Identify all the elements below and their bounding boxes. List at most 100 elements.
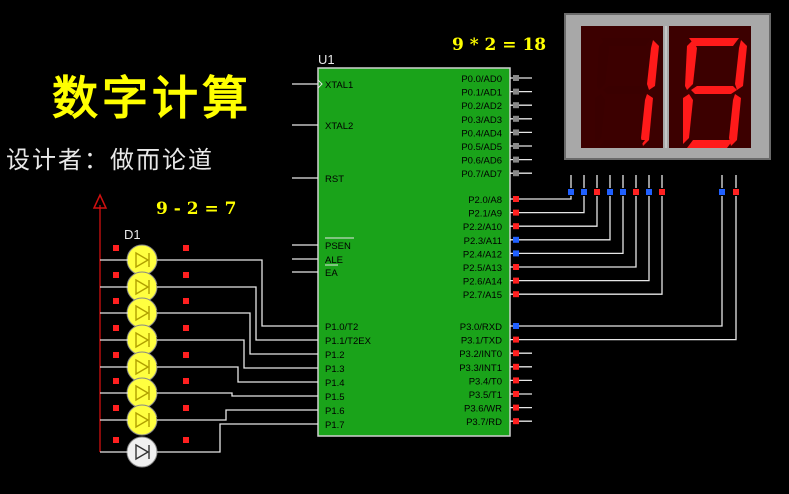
led-body[interactable]	[126, 324, 158, 356]
chip-pin-number: 39	[523, 69, 533, 79]
pin-state-indicator	[513, 75, 519, 81]
led-8[interactable]	[126, 436, 158, 468]
chip-pin-label: P2.5/A13	[463, 263, 502, 274]
led-diode-symbol	[135, 358, 150, 376]
chip-pin-number: 14	[523, 371, 533, 381]
chip-pin-label: P1.1/T2EX	[325, 336, 372, 347]
display-segment-f	[685, 40, 697, 90]
led-pin-indicator	[183, 298, 189, 304]
p2-bus-wire	[532, 196, 637, 268]
equation-multiply: 9 * 2 = 18	[452, 35, 547, 55]
chip-pin-label: P0.3/AD3	[461, 115, 502, 126]
chip-pin-label: P1.3	[325, 364, 345, 375]
led-row-label: YELLOW	[156, 389, 194, 399]
display-pin-indicator	[568, 189, 574, 195]
pin-state-indicator	[513, 264, 519, 270]
display-segment-e	[683, 94, 693, 144]
display-segment-d	[687, 140, 733, 148]
led-pin-indicator	[113, 298, 119, 304]
chip-pin-number: 5	[299, 370, 304, 380]
led-pin-indicator	[113, 378, 119, 384]
p1-led-wire	[157, 286, 292, 341]
led-body[interactable]	[126, 244, 158, 276]
chip-pin-number: 29	[297, 233, 307, 243]
chip-pin-label: P2.4/A12	[463, 249, 502, 260]
chip-pin-label: RST	[325, 174, 344, 185]
display-segment-f	[597, 40, 609, 90]
chip-pin-label: P1.6	[325, 406, 345, 417]
led-pin-indicator	[183, 378, 189, 384]
chip-pin-number: 37	[523, 96, 533, 106]
chip-pin-label: P0.2/AD2	[461, 101, 502, 112]
led-4[interactable]	[126, 324, 158, 356]
p2-bus-wire	[532, 196, 624, 255]
clock-marker	[317, 79, 323, 89]
display-segment-c	[641, 94, 653, 146]
chip-pin-number: 27	[523, 272, 533, 282]
led-diode-symbol	[135, 443, 150, 461]
p3-digit-wire	[532, 196, 723, 327]
chip-pin-number: 13	[523, 358, 533, 368]
chip-pin-number: 34	[523, 137, 533, 147]
chip-pin-label: P3.0/RXD	[460, 322, 502, 333]
pin-state-indicator	[513, 156, 519, 163]
chip-pin-label: P2.7/A15	[463, 290, 502, 301]
display-segment-g	[603, 86, 649, 94]
p1-led-wire	[157, 366, 292, 383]
led-7[interactable]	[126, 404, 158, 436]
p2-bus-wire	[532, 196, 598, 227]
chip-pin-label: P3.4/T0	[469, 376, 502, 387]
led-body[interactable]	[126, 436, 158, 468]
led-1[interactable]	[126, 244, 158, 276]
chip-pin-label: P2.2/A10	[463, 222, 502, 233]
display-segment-e	[595, 94, 605, 144]
display-pin-indicator	[581, 189, 587, 195]
pin-state-indicator	[513, 404, 519, 411]
led-pin-indicator	[183, 325, 189, 331]
chip-pin-label: P0.5/AD5	[461, 142, 502, 153]
chip-pin-number: 38	[523, 83, 533, 93]
chip-reference[interactable]: U1	[318, 52, 335, 67]
led-diode-symbol	[135, 278, 150, 296]
led-pin-indicator	[113, 405, 119, 411]
chip-pin-number: 22	[523, 204, 533, 214]
led-6[interactable]	[126, 377, 158, 409]
pin-state-indicator	[513, 291, 519, 298]
chip-pin-label: P1.7	[325, 420, 345, 431]
chip-body[interactable]	[317, 67, 511, 437]
display-pin-indicator	[620, 189, 626, 195]
chip-pin-number: 1	[299, 314, 304, 324]
p2-bus-wire	[532, 196, 572, 200]
led-body[interactable]	[126, 404, 158, 436]
pin-state-indicator	[513, 236, 519, 243]
pin-state-indicator	[513, 391, 519, 397]
led-pin-indicator	[113, 245, 119, 251]
pin-state-indicator	[513, 323, 519, 329]
chip-part-label: AT89C52	[318, 441, 355, 451]
pin-state-indicator	[513, 196, 519, 202]
chip-pin-number: 2	[299, 328, 304, 338]
chip-pin-label: P1.2	[325, 350, 345, 361]
pin-state-indicator	[513, 102, 519, 109]
p1-led-wire	[157, 409, 292, 421]
chip-pin-label: P1.5	[325, 392, 345, 403]
chip-pin-number: 16	[523, 399, 533, 409]
p1-led-wire	[157, 259, 292, 327]
chip-pin-number: 9	[299, 166, 304, 176]
pin-state-indicator	[513, 170, 519, 177]
chip-pin-number: 17	[523, 412, 533, 422]
led-row-label: YELLOW	[156, 309, 194, 319]
pin-state-indicator	[513, 250, 519, 257]
led-row-label: YELLOW	[156, 416, 194, 426]
display-segment-g	[691, 86, 737, 94]
display-segment-a	[601, 38, 651, 46]
chip-pin-number: 10	[523, 317, 533, 327]
led-bank-reference[interactable]: D1	[124, 227, 141, 242]
led-pin-indicator	[113, 272, 119, 278]
led-3[interactable]	[126, 297, 158, 329]
led-body[interactable]	[126, 297, 158, 329]
chip-pin-label: PSEN	[325, 241, 351, 252]
led-body[interactable]	[126, 377, 158, 409]
display-segment-c	[729, 94, 741, 146]
